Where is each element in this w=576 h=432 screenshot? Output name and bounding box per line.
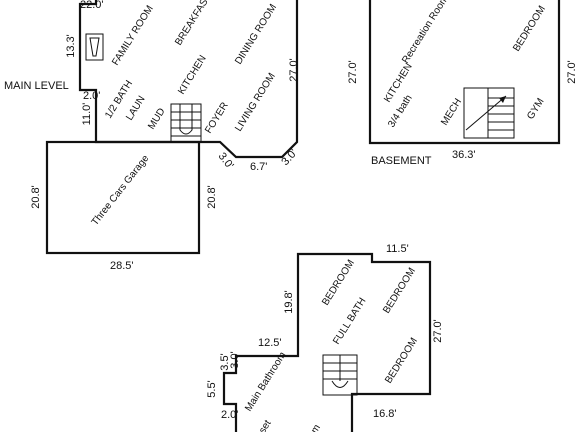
- room-foyer: FOYER: [203, 101, 231, 136]
- room-dining: DINING ROOM: [233, 2, 279, 66]
- upper-dim-step-left: 12.5': [258, 337, 282, 349]
- upper-level-outline: [222, 252, 432, 432]
- room-living: LIVING ROOM: [233, 71, 278, 133]
- room-upper-bedroom-2: BEDROOM: [381, 266, 418, 316]
- garage-dim-left: 20.8': [30, 185, 42, 209]
- room-laundry: LAUN: [124, 94, 147, 122]
- upper-dim-small-b: 3.5': [219, 353, 231, 370]
- main-dim-notch: 2.0': [83, 90, 100, 102]
- room-family: FAMILY ROOM: [110, 4, 156, 68]
- main-level-title: MAIN LEVEL: [4, 80, 69, 92]
- main-dim-bottom: 6.7': [250, 161, 267, 173]
- garage-outline: [45, 140, 201, 255]
- garage-label: Three Cars Garage: [90, 153, 152, 228]
- upper-dim-left-tall: 19.8': [283, 290, 295, 314]
- main-level-plan: 22.0' 13.3' 2.0' 11.0' 27.0' 3.0' 6.7' 3…: [4, 0, 300, 173]
- main-dim-chamfer-right: 3.0': [279, 147, 300, 168]
- room-gym: GYM: [525, 96, 546, 121]
- room-main-bathroom: Main Bathroom: [243, 350, 288, 413]
- room-upper-bedroom-3: BEDROOM: [383, 336, 420, 386]
- room-breakfast: BREAKFAST: [173, 0, 214, 48]
- room-mech: MECH: [439, 97, 464, 128]
- main-dim-left-upper: 13.3': [65, 34, 77, 58]
- upper-dim-bottom-left: 2.0': [221, 409, 238, 421]
- basement-outline: [368, 0, 561, 145]
- upper-dim-small-a: 3.0': [229, 351, 241, 368]
- upper-level-plan: 11.5' 19.8' 27.0' 12.5' 3.0' 3.5' 5.5' 2…: [206, 243, 444, 432]
- basement-title: BASEMENT: [371, 155, 432, 167]
- main-dim-right: 27.0': [288, 58, 300, 82]
- basement-dim-bottom: 36.3': [452, 149, 476, 161]
- upper-dim-right: 27.0': [432, 319, 444, 343]
- room-partial-label-b: m: [309, 423, 323, 432]
- room-kitchen: KITCHEN: [176, 54, 209, 97]
- stair-arrow-icon: [499, 96, 506, 103]
- garage-dim-right: 20.8': [206, 185, 218, 209]
- basement-dim-left: 27.0': [347, 60, 359, 84]
- room-full-bath: FULL BATH: [331, 296, 368, 347]
- main-dim-top: 22.0': [80, 0, 104, 11]
- main-dim-left-lower: 11.0': [81, 103, 93, 126]
- basement-plan: 27.0' 27.0' 36.3' BASEMENT KITCHEN Recre…: [347, 0, 576, 167]
- upper-dim-bottom-right: 16.8': [373, 408, 397, 420]
- upper-dim-side: 5.5': [206, 380, 218, 397]
- room-upper-bedroom-1: BEDROOM: [320, 258, 357, 308]
- fireplace-hearth-icon: [89, 37, 100, 57]
- garage-dim-bottom: 28.5': [110, 260, 134, 272]
- room-recreation: Recreation Room: [400, 0, 451, 66]
- room-partial-label-a: set: [257, 418, 274, 432]
- garage-plan: Three Cars Garage 20.8' 20.8' 28.5': [30, 140, 218, 272]
- basement-stair-icon: [463, 87, 515, 139]
- fireplace-icon: [85, 33, 104, 61]
- room-basement-bedroom: BEDROOM: [511, 4, 548, 54]
- room-mud: MUD: [146, 106, 167, 131]
- basement-dim-right: 27.0': [566, 60, 576, 84]
- upper-dim-top: 11.5': [386, 243, 409, 255]
